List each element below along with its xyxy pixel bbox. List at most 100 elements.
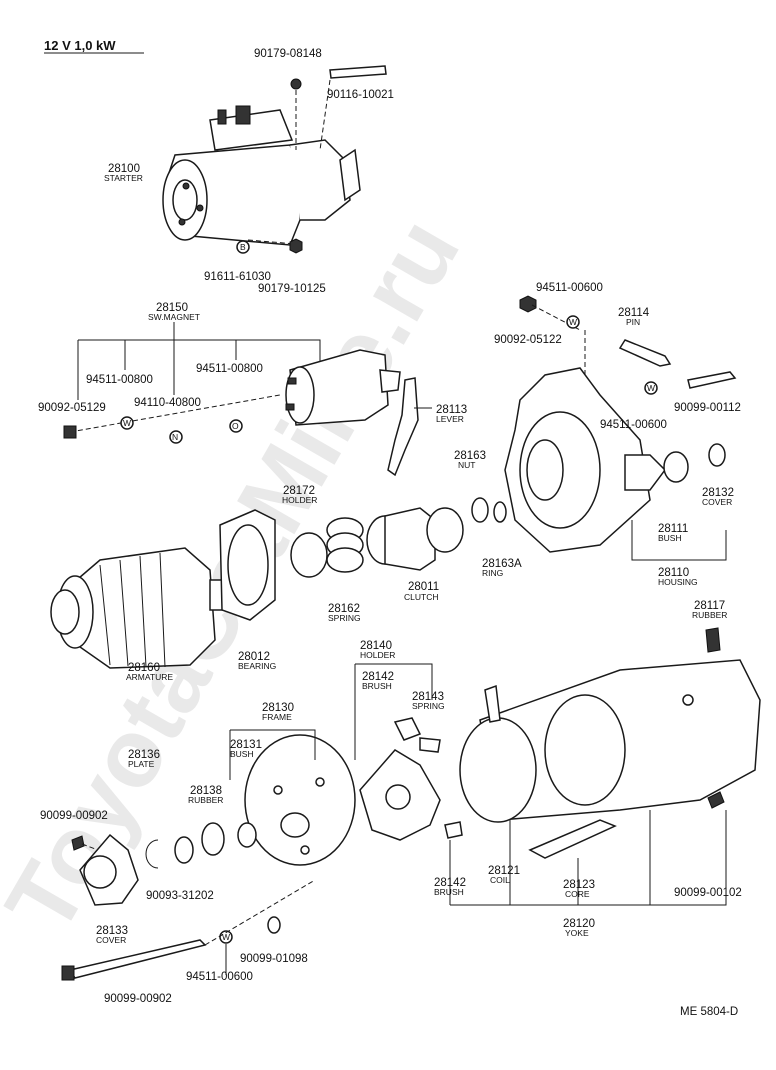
lever-drawing [387, 377, 419, 477]
part-name: STARTER [104, 173, 143, 183]
part-name: PLATE [128, 759, 155, 769]
part-name: BRUSH [434, 887, 464, 897]
part-number: 90179-08148 [254, 48, 322, 60]
starter-assembly-drawing [162, 65, 387, 246]
part-name: HOUSING [658, 577, 698, 587]
part-number: 90099-00112 [674, 402, 741, 414]
part-name: COVER [702, 497, 732, 507]
part-name: CLUTCH [404, 592, 438, 602]
yoke-drawing [459, 659, 761, 823]
part-number: 94110-40800 [134, 397, 201, 409]
washer-w-letter: W [647, 383, 655, 393]
clutch-drawing [366, 507, 464, 571]
part-number: 94511-00800 [196, 363, 263, 375]
part-number: 94511-00800 [86, 374, 153, 386]
part-number: 28012 [238, 651, 270, 663]
part-name: BEARING [238, 661, 276, 671]
part-number: 90099-00902 [40, 810, 108, 822]
diagram-code: ME 5804-D [680, 1006, 738, 1018]
holder-drawing [290, 532, 328, 578]
part-number: 28162 [328, 603, 360, 615]
part-number: 28150 [156, 302, 188, 314]
part-number: 28100 [108, 163, 140, 175]
part-name: BRUSH [362, 681, 392, 691]
part-number: 90099-01098 [240, 953, 308, 965]
part-name: NUT [458, 460, 475, 470]
part-number: 28142 [434, 877, 466, 889]
bolt-drawing [707, 791, 725, 809]
part-name: COVER [96, 935, 126, 945]
rubber-ring-drawing [201, 822, 225, 856]
part-number: 28140 [360, 640, 392, 652]
spring-drawing [326, 517, 364, 573]
part-number: 28114 [618, 307, 650, 319]
part-name: RING [482, 568, 503, 578]
part-name: RUBBER [188, 795, 223, 805]
part-number: 28133 [96, 925, 128, 937]
part-name: PIN [626, 317, 640, 327]
part-name: SPRING [328, 613, 361, 623]
plate-drawing [145, 839, 159, 869]
washer-w-letter: W [569, 317, 577, 327]
drive-housing-drawing [504, 367, 666, 553]
part-number: 28120 [563, 918, 595, 930]
part-name: COIL [490, 875, 510, 885]
part-number: 91611-61030 [204, 271, 271, 283]
rubber-drawing [705, 627, 721, 653]
part-name: RUBBER [692, 610, 727, 620]
part-name: BUSH [658, 533, 682, 543]
part-name: HOLDER [360, 650, 395, 660]
part-number: 28111 [658, 523, 688, 535]
part-number: 28143 [412, 691, 444, 703]
part-number: 28011 [408, 581, 439, 593]
part-number: 90092-05122 [494, 334, 562, 346]
voltage-rating-header: 12 V 1,0 kW [44, 38, 116, 53]
part-number: 28131 [230, 739, 262, 751]
part-number: 90116-10021 [327, 89, 394, 101]
part-number: 90099-00102 [674, 887, 742, 899]
brush-drawing [444, 821, 463, 839]
washer-w-letter: W [123, 418, 131, 428]
part-number: 28123 [563, 879, 595, 891]
switch-magnet-drawing [285, 349, 401, 426]
part-number: 90099-00902 [104, 993, 172, 1005]
part-number: 28136 [128, 749, 160, 761]
part-name: BUSH [230, 749, 254, 759]
part-name: SW.MAGNET [148, 312, 200, 322]
bearing-plate-drawing [219, 509, 276, 621]
part-name: FRAME [262, 712, 292, 722]
part-number: 90092-05129 [38, 402, 106, 414]
washer-b-letter: B [240, 242, 246, 252]
frame-drawing [244, 734, 356, 866]
part-number: 28117 [694, 600, 725, 612]
part-number: 90093-31202 [146, 890, 214, 902]
washer-o-letter: O [232, 421, 239, 431]
part-number: 28113 [436, 404, 467, 416]
part-number: 94511-00600 [600, 419, 667, 431]
part-number: 90179-10125 [258, 283, 326, 295]
part-number: 28110 [658, 567, 689, 579]
part-number: 94511-00600 [186, 971, 253, 983]
part-name: CORE [565, 889, 590, 899]
armature-drawing [50, 547, 239, 669]
bush-drawing [237, 822, 257, 848]
brush-holder-drawing [359, 717, 441, 841]
washer-drawing [174, 836, 194, 864]
part-number: 28138 [190, 785, 222, 797]
part-name: SPRING [412, 701, 445, 711]
washer-n-letter: N [172, 432, 178, 442]
part-number: 28130 [262, 702, 294, 714]
part-number: 28172 [283, 485, 315, 497]
nut-drawing [471, 497, 489, 523]
part-number: 28142 [362, 671, 394, 683]
part-name: ARMATURE [126, 672, 173, 682]
part-number: 28160 [128, 662, 160, 674]
part-name: YOKE [565, 928, 589, 938]
part-name: LEVER [436, 414, 464, 424]
part-number: 28121 [488, 865, 520, 877]
part-number: 28163 [454, 450, 486, 462]
cover-drawing [79, 833, 139, 906]
core-drawing [528, 819, 617, 859]
part-name: HOLDER [282, 495, 317, 505]
